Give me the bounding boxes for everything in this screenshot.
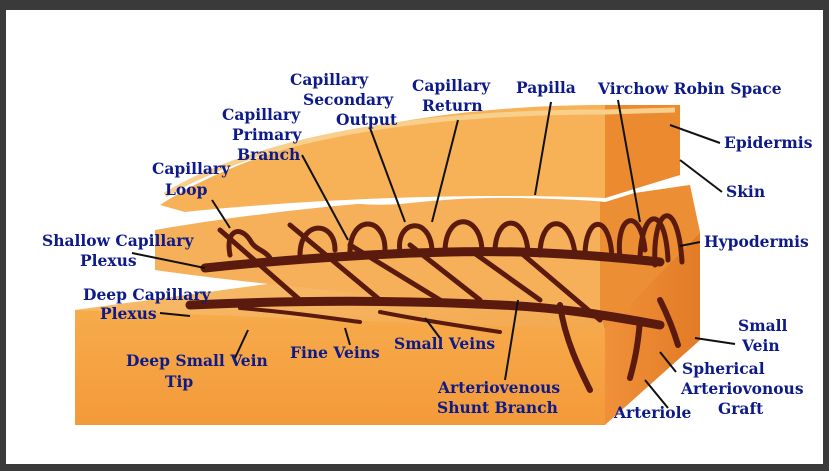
label-virchow-robin-space: Virchow Robin Space <box>597 79 782 98</box>
label-small-vein: Small Vein <box>738 316 793 355</box>
label-capillary-primary-branch: Capillary Primary Branch <box>222 105 307 164</box>
label-fine-veins: Fine Veins <box>290 343 380 362</box>
label-capillary-secondary-output: Capillary Secondary Output <box>290 70 399 129</box>
window-frame-bottom <box>0 464 829 471</box>
label-skin: Skin <box>726 182 765 201</box>
window-frame-right <box>823 0 829 471</box>
epidermis-side-face <box>605 105 680 198</box>
window-frame-top <box>0 0 829 10</box>
label-papilla: Papilla <box>516 78 576 97</box>
label-arteriovenous-shunt-branch: Arteriovenous Shunt Branch <box>437 378 565 417</box>
label-spherical-arteriovonous-graft: Spherical Arteriovonous Graft <box>680 359 809 418</box>
label-arteriole: Arteriole <box>613 403 691 422</box>
label-capillary-return: Capillary Return <box>412 76 496 115</box>
diagram-canvas: Capillary Secondary Output Capillary Ret… <box>6 10 823 464</box>
label-small-veins: Small Veins <box>394 334 495 353</box>
skin-diagram: Capillary Secondary Output Capillary Ret… <box>6 10 823 464</box>
label-hypodermis: Hypodermis <box>704 232 809 251</box>
leader-small-vein <box>695 338 735 344</box>
label-epidermis: Epidermis <box>724 133 813 152</box>
